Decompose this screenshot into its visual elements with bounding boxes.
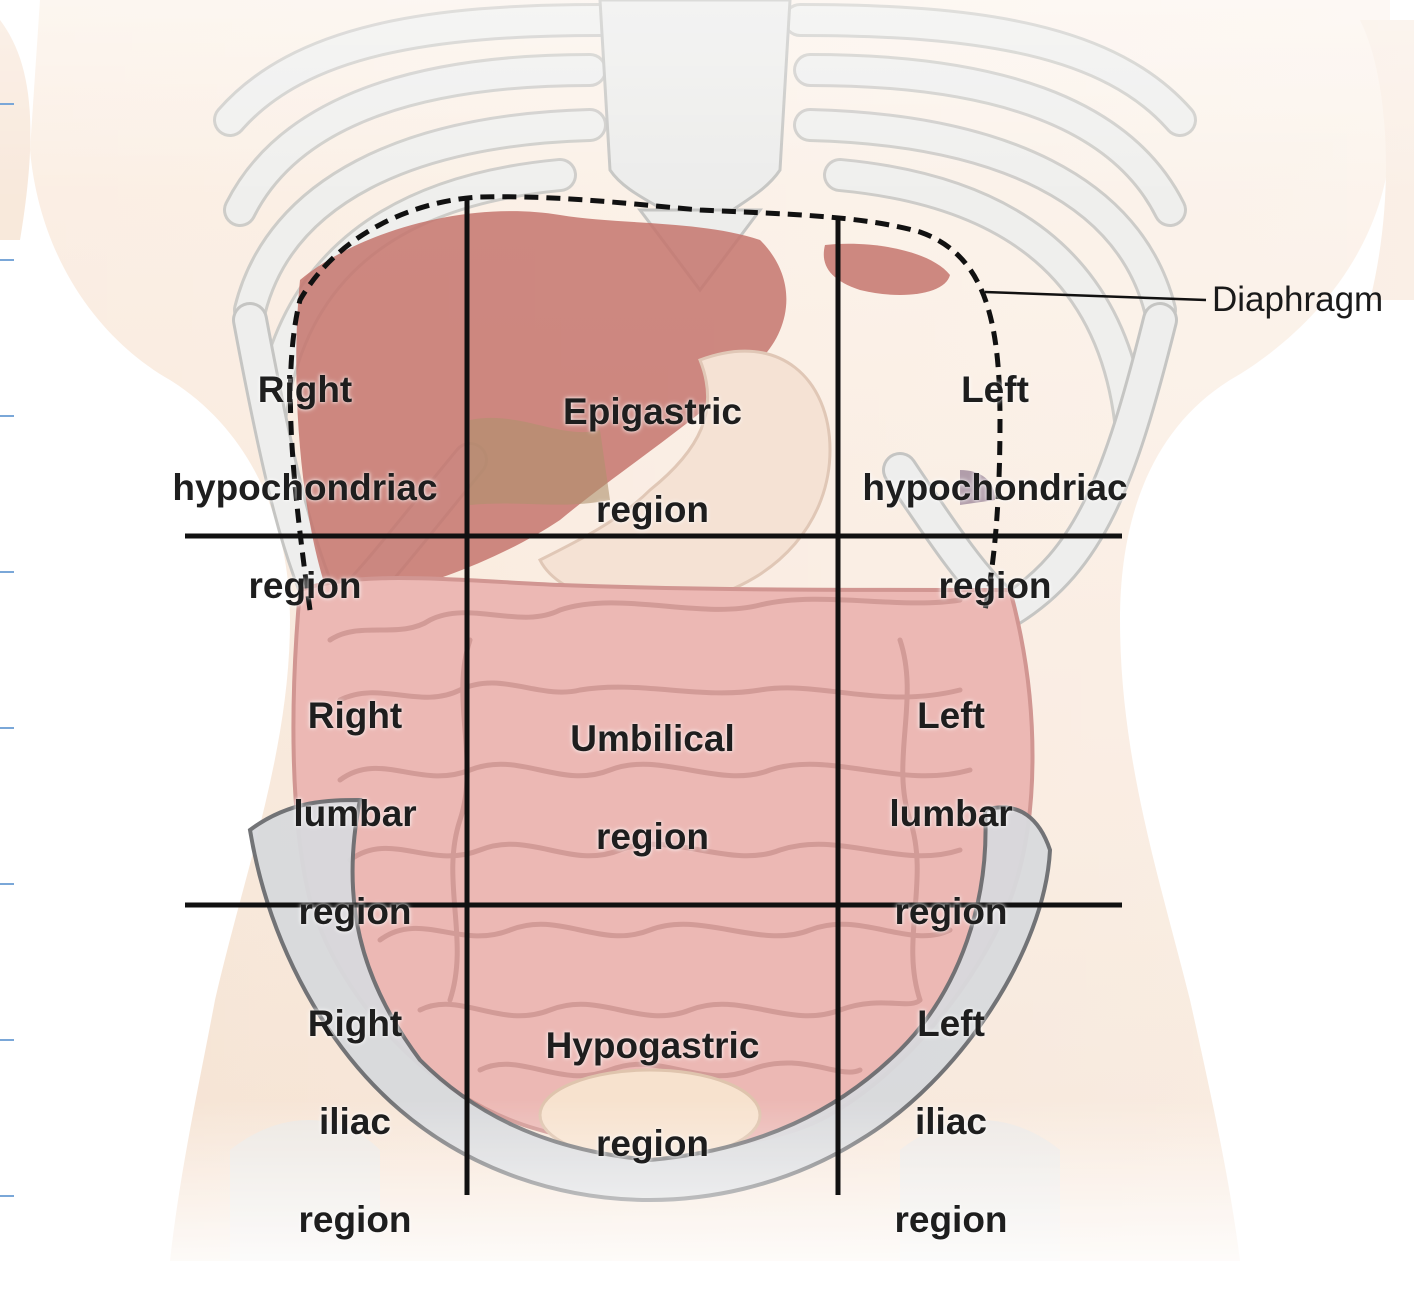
- label-line: region: [298, 1199, 412, 1240]
- umbilical-label: Umbilical region: [500, 665, 805, 910]
- edge-tick-marks: [0, 103, 14, 1197]
- label-line: region: [248, 565, 362, 606]
- label-line: Right: [307, 1003, 403, 1044]
- left-hypochondriac-label: Left hypochondriac region: [840, 316, 1150, 659]
- label-line: Right: [307, 695, 403, 736]
- left-iliac-label: Left iliac region: [836, 950, 1066, 1293]
- label-line: region: [894, 891, 1008, 932]
- label-line: iliac: [915, 1101, 987, 1142]
- right-lumbar-label: Right lumbar region: [240, 642, 470, 985]
- label-line: Epigastric: [563, 391, 742, 432]
- label-line: Left: [917, 695, 985, 736]
- label-line: region: [595, 489, 710, 530]
- label-line: Umbilical: [570, 718, 735, 759]
- label-line: region: [894, 1199, 1008, 1240]
- spleen: [823, 243, 995, 505]
- hypogastric-label: Hypogastric region: [500, 972, 805, 1217]
- label-line: lumbar: [293, 793, 417, 834]
- anatomy-illustration: [0, 0, 1414, 1261]
- label-line: region: [595, 1123, 710, 1164]
- diaphragm-callout-label: Diaphragm: [1212, 280, 1384, 319]
- diaphragm-leader-line: [984, 290, 1207, 302]
- label-line: Hypogastric: [545, 1025, 760, 1066]
- right-iliac-label: Right iliac region: [240, 950, 470, 1293]
- left-lumbar-label: Left lumbar region: [836, 642, 1066, 985]
- label-line: hypochondriac: [172, 467, 438, 508]
- label-line: Left: [961, 369, 1029, 410]
- label-line: iliac: [319, 1101, 391, 1142]
- epigastric-label: Epigastric region: [500, 338, 805, 583]
- label-line: region: [938, 565, 1052, 606]
- label-line: Left: [917, 1003, 985, 1044]
- label-line: region: [298, 891, 412, 932]
- abdominal-regions-diagram: Right hypochondriac region Epigastric re…: [0, 0, 1414, 1261]
- liver: [296, 211, 787, 600]
- label-line: region: [595, 816, 710, 857]
- label-line: lumbar: [889, 793, 1013, 834]
- label-line: hypochondriac: [862, 467, 1128, 508]
- diaphragm-outline: [287, 194, 1003, 611]
- right-hypochondriac-label: Right hypochondriac region: [150, 316, 460, 659]
- region-grid: [185, 200, 1122, 1195]
- label-line: Right: [257, 369, 353, 410]
